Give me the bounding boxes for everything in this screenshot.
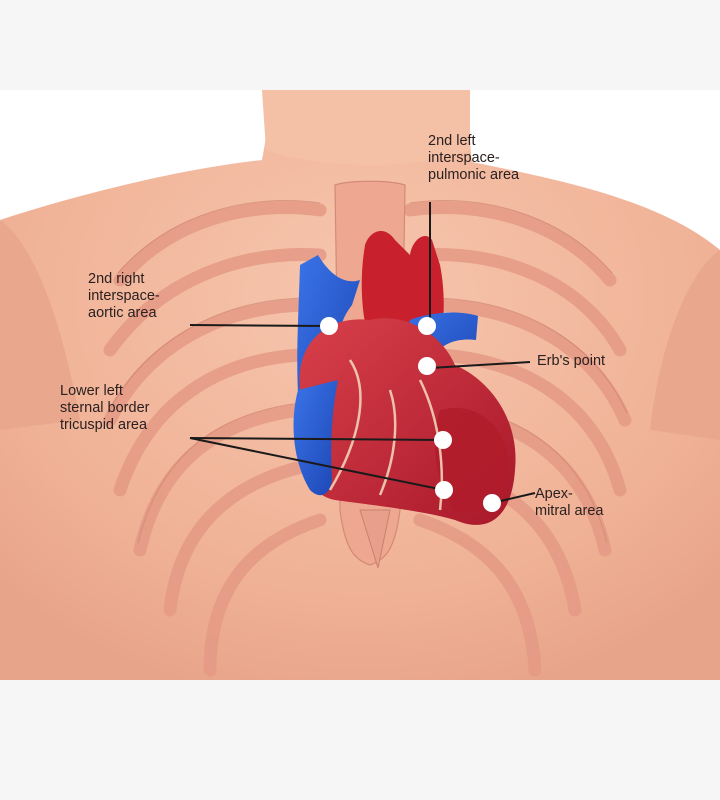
auscultation-points xyxy=(320,317,501,512)
tricuspid-area-label: Lower left sternal border tricuspid area xyxy=(60,383,149,434)
tricuspid-point xyxy=(434,431,452,449)
neck xyxy=(262,90,470,165)
tricuspid-label-line-3: tricuspid area xyxy=(60,417,148,433)
pulmonic-point xyxy=(418,317,436,335)
mitral-label-line-2: mitral area xyxy=(535,503,604,519)
aortic-point xyxy=(320,317,338,335)
aortic-label-line-3: aortic area xyxy=(88,305,157,321)
ribs-left xyxy=(103,201,327,677)
left-arm xyxy=(0,220,80,430)
erbs-leader xyxy=(429,361,531,369)
aortic-label-line-1: 2nd right xyxy=(88,271,145,287)
aortic-leader xyxy=(189,324,329,327)
xiphoid xyxy=(359,509,391,569)
tricuspid-label-line-2: sternal border xyxy=(60,400,150,416)
right-arm xyxy=(650,250,720,440)
erbs-point-label: Erb's point xyxy=(537,353,605,370)
mitral-area-label: Apex- mitral area xyxy=(535,486,604,520)
erbs-point xyxy=(418,357,436,375)
tricuspid-leader xyxy=(189,437,444,441)
rib-outlines xyxy=(107,200,628,544)
chest-auscultation-diagram: 2nd left interspace- pulmonic area 2nd r… xyxy=(0,90,720,680)
mitral-point xyxy=(483,494,501,512)
pulmonic-label-line-3: pulmonic area xyxy=(428,167,520,183)
mitral-label-line-1: Apex- xyxy=(535,486,573,502)
lower-sternal-point xyxy=(435,481,453,499)
aortic-label-line-2: interspace- xyxy=(88,288,160,304)
pulmonic-label-line-2: interspace- xyxy=(428,150,500,166)
aortic-area-label: 2nd right interspace- aortic area xyxy=(88,271,160,322)
chest-illustration xyxy=(0,90,720,680)
left-ventricle xyxy=(435,408,509,513)
pulmonic-label-line-1: 2nd left xyxy=(428,133,476,149)
pulmonic-area-label: 2nd left interspace- pulmonic area xyxy=(428,133,519,184)
erbs-label-line-1: Erb's point xyxy=(537,353,606,369)
tricuspid-label-line-1: Lower left xyxy=(60,383,123,399)
mitral-leader-1 xyxy=(189,437,445,491)
leader-lines xyxy=(189,202,536,504)
